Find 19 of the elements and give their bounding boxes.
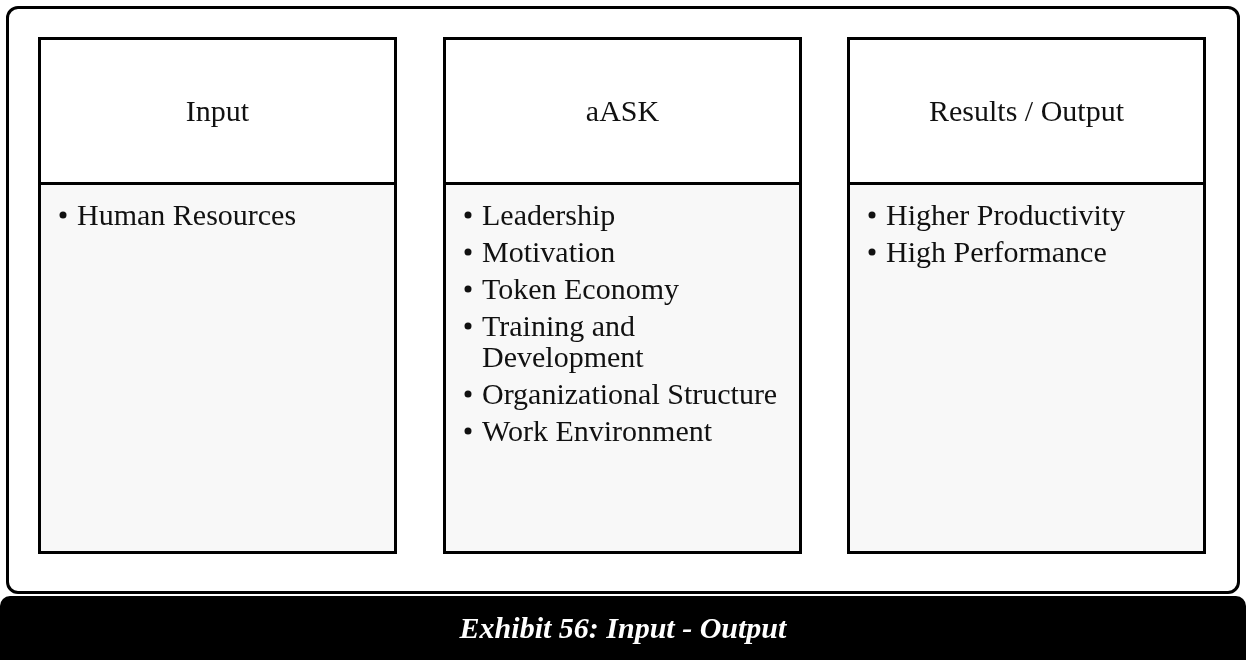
list-item-text: Leadership — [482, 199, 616, 230]
list-item-text: Human Resources — [77, 199, 297, 230]
list-item-text: Token Economy — [482, 273, 680, 304]
bullet-list-box — [443, 185, 802, 554]
header-text: aASK — [585, 94, 660, 128]
column-header — [38, 37, 397, 185]
list-item-text: Organizational Structure — [482, 378, 778, 409]
list-item-text: High Performance — [886, 236, 1107, 267]
bullet-list-box — [847, 185, 1206, 554]
header-text: Input — [185, 94, 250, 128]
caption-text: Exhibit 56: Input - Output — [459, 611, 787, 645]
list-item-text: Higher Productivity — [886, 199, 1126, 230]
column-header — [847, 37, 1206, 185]
list-item-text: Motivation — [482, 236, 616, 267]
column-header — [443, 37, 802, 185]
header-text: Results / Output — [929, 94, 1124, 128]
bullet-list-box — [38, 185, 397, 554]
list-item-text: Work Environment — [482, 415, 713, 446]
list-item-text: Training and Development — [482, 310, 645, 372]
